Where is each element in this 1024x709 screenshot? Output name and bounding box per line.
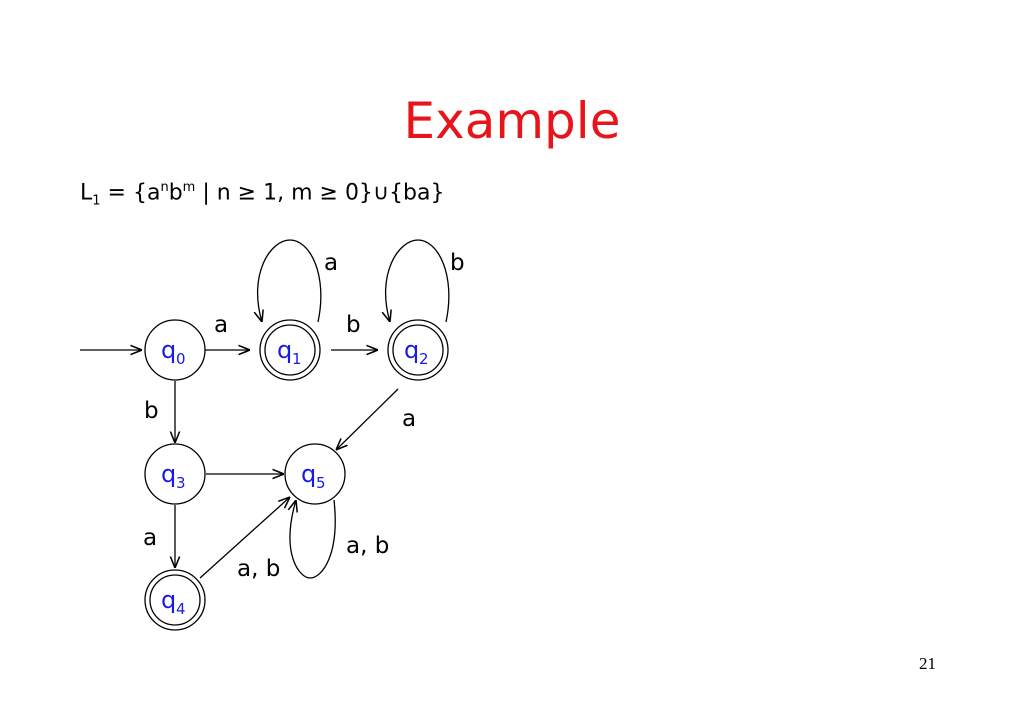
state-q3-sub: 3: [176, 474, 186, 492]
state-q0: q 0: [144, 319, 206, 381]
lang-sup-n: n: [160, 180, 169, 195]
state-q5: q 5: [284, 443, 346, 505]
state-q4-label: q: [161, 586, 176, 614]
label-q0-q3: b: [144, 398, 159, 424]
edge-q5-q5: [290, 500, 336, 579]
label-q2-q2: b: [450, 250, 465, 276]
lang-lhs: L: [80, 180, 93, 206]
state-q3-label: q: [161, 460, 176, 488]
edge-q2-q2: [386, 239, 450, 322]
state-q1-sub: 1: [292, 350, 302, 368]
state-q0-label: q: [161, 336, 176, 364]
lang-b: b: [168, 180, 183, 206]
lang-eq-open: = {a: [100, 180, 161, 206]
state-q1: q 1: [259, 319, 321, 381]
slide-title: Example: [403, 92, 621, 150]
lang-sup-m: m: [182, 180, 196, 195]
edge-q2-q5: [336, 388, 399, 450]
lang-conditions: | n ≥ 1, m ≥ 0}∪{ba}: [195, 180, 445, 206]
state-q2-sub: 2: [419, 350, 429, 368]
language-definition: L1 = {anbm | n ≥ 1, m ≥ 0}∪{ba}: [80, 180, 444, 209]
lang-lhs-sub: 1: [92, 193, 101, 209]
page-number: 21: [919, 654, 936, 673]
label-q2-q5: a: [402, 406, 416, 432]
edge-q1-q1: [258, 239, 322, 322]
label-q3-q4: a: [143, 525, 157, 551]
label-q4-q5: a, b: [237, 556, 280, 582]
label-q1-q1: a: [324, 250, 338, 276]
state-q2-label: q: [404, 336, 419, 364]
edge-q4-q5: [199, 497, 290, 579]
state-q4: q 4: [144, 569, 206, 631]
label-q0-q1: a: [214, 312, 228, 338]
state-q4-sub: 4: [176, 600, 186, 618]
state-q3: q 3: [144, 443, 206, 505]
state-q0-sub: 0: [176, 350, 186, 368]
state-q1-label: q: [277, 336, 292, 364]
state-q5-label: q: [301, 460, 316, 488]
label-q5-q5: a, b: [346, 533, 389, 559]
state-q2: q 2: [387, 319, 449, 381]
state-q5-sub: 5: [316, 474, 326, 492]
label-q1-q2: b: [346, 312, 361, 338]
